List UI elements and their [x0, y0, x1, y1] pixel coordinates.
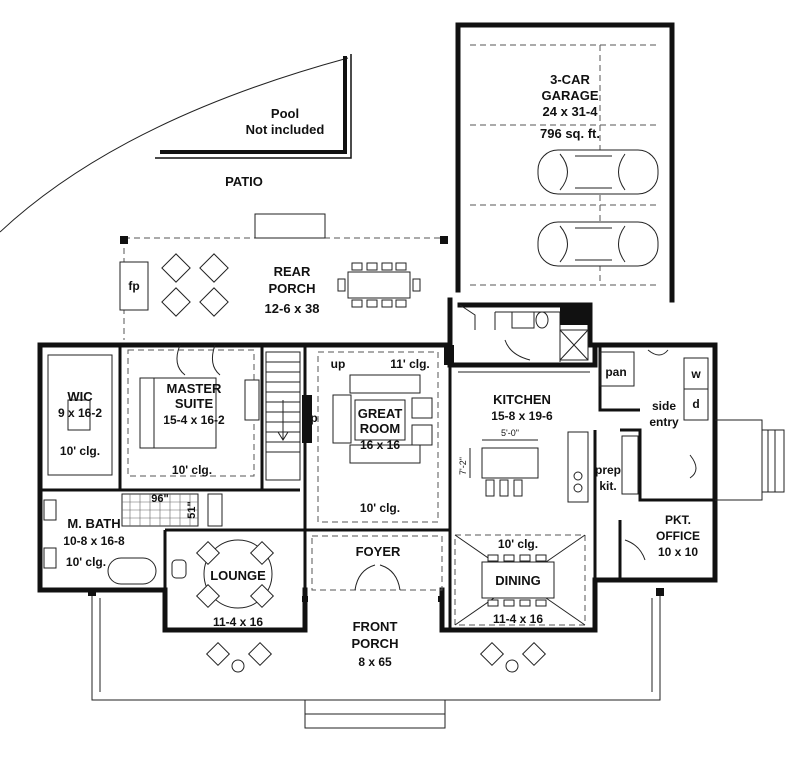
kitchen: 5'-0" 7'-2" KITCHEN 15-8 x 19-6	[458, 371, 590, 503]
great-room-label-2: ROOM	[360, 421, 400, 436]
pool-area: Pool Not included PATIO	[0, 54, 352, 233]
front-porch-label-2: PORCH	[352, 636, 399, 651]
wic-size: 9 x 16-2	[58, 406, 102, 420]
garage-size: 24 x 31-4	[543, 104, 599, 119]
porch-dining-table	[337, 262, 421, 308]
lounge-label: LOUNGE	[210, 568, 266, 583]
great-room-ceiling: 10' clg.	[360, 501, 400, 515]
garage-label-2: GARAGE	[541, 88, 598, 103]
master-bath-shower-d: 51"	[186, 501, 198, 518]
side-entry-w: w	[690, 367, 701, 381]
prep-kitchen: prep kit.	[595, 435, 639, 495]
rear-porch-size: 12-6 x 38	[265, 301, 320, 316]
foyer: FOYER	[311, 535, 443, 591]
kitchen-island-depth: 7'-2"	[458, 457, 468, 475]
master-bath-shower-w: 96"	[151, 493, 168, 505]
side-steps	[715, 419, 785, 501]
pocket-office-size: 10 x 10	[658, 545, 698, 559]
side-entry-label-2: entry	[649, 415, 679, 429]
master-suite-label-1: MASTER	[167, 381, 223, 396]
kitchen-label: KITCHEN	[493, 392, 551, 407]
pool-label: Pool	[271, 106, 299, 121]
master-bath-label: M. BATH	[67, 516, 120, 531]
kitchen-island-width: 5'-0"	[501, 428, 519, 438]
stairs	[265, 351, 301, 481]
great-room-size: 16 x 16	[360, 438, 400, 452]
great-room: up 11' clg. fp GREAT ROOM 16 x 16 10' cl…	[306, 351, 439, 523]
great-room-ceiling-top: 11' clg.	[390, 357, 430, 371]
great-room-label-1: GREAT	[358, 406, 403, 421]
side-entry-label-1: side	[652, 399, 676, 413]
front-porch-label-1: FRONT	[353, 619, 398, 634]
pantry: pan	[599, 351, 635, 387]
garage-area: 796 sq. ft.	[540, 126, 600, 141]
master-suite: MASTER SUITE 15-4 x 16-2 10' clg.	[127, 344, 260, 477]
side-entry-d: d	[692, 397, 699, 411]
wic-label: WIC	[67, 389, 93, 404]
front-porch-size: 8 x 65	[358, 655, 392, 669]
exterior-walls	[37, 297, 718, 633]
dining: 10' clg. DINING 11-4 x 16	[454, 534, 586, 626]
pantry-label: pan	[605, 365, 626, 379]
master-bath-size: 10-8 x 16-8	[63, 534, 125, 548]
front-porch: FRONT PORCH 8 x 65	[88, 588, 664, 729]
master-suite-label-2: SUITE	[175, 396, 214, 411]
rear-porch-label-1: REAR	[274, 264, 311, 279]
dining-label: DINING	[495, 573, 541, 588]
dining-size: 11-4 x 16	[493, 612, 543, 626]
rear-porch-fp: fp	[128, 279, 139, 293]
side-entry: w d side entry	[647, 349, 709, 479]
pocket-office-label-1: PKT.	[665, 513, 691, 527]
great-room-fp: fp	[306, 411, 317, 425]
master-suite-ceiling: 10' clg.	[172, 463, 212, 477]
master-bath: 96" 51" M. BATH 10-8 x 16-8 10' clg.	[43, 493, 223, 585]
pocket-office: PKT. OFFICE 10 x 10	[624, 513, 700, 561]
car-top	[537, 149, 659, 195]
pool-note: Not included	[246, 122, 325, 137]
wic: WIC 9 x 16-2 10' clg.	[47, 354, 113, 476]
wic-ceiling: 10' clg.	[60, 444, 100, 458]
utility-bath	[459, 304, 590, 362]
lounge-size: 11-4 x 16	[213, 615, 263, 629]
garage-label-1: 3-CAR	[550, 72, 590, 87]
master-bath-ceiling: 10' clg.	[66, 555, 106, 569]
great-room-up: up	[331, 357, 346, 371]
foyer-label: FOYER	[356, 544, 401, 559]
rear-porch: fp REAR PORCH 12-6 x 38	[119, 213, 448, 340]
pocket-office-label-2: OFFICE	[656, 529, 700, 543]
porch-chairs	[161, 253, 229, 317]
patio-label: PATIO	[225, 174, 263, 189]
kitchen-size: 15-8 x 19-6	[491, 409, 553, 423]
master-suite-size: 15-4 x 16-2	[163, 413, 225, 427]
prep-kitchen-label-1: prep	[595, 463, 621, 477]
prep-kitchen-label-2: kit.	[599, 479, 616, 493]
lounge: LOUNGE 11-4 x 16	[195, 539, 275, 629]
dining-ceiling: 10' clg.	[498, 537, 538, 551]
rear-porch-label-2: PORCH	[269, 281, 316, 296]
garage: 3-CAR GARAGE 24 x 31-4 796 sq. ft.	[455, 22, 675, 303]
car-bottom	[537, 221, 659, 267]
